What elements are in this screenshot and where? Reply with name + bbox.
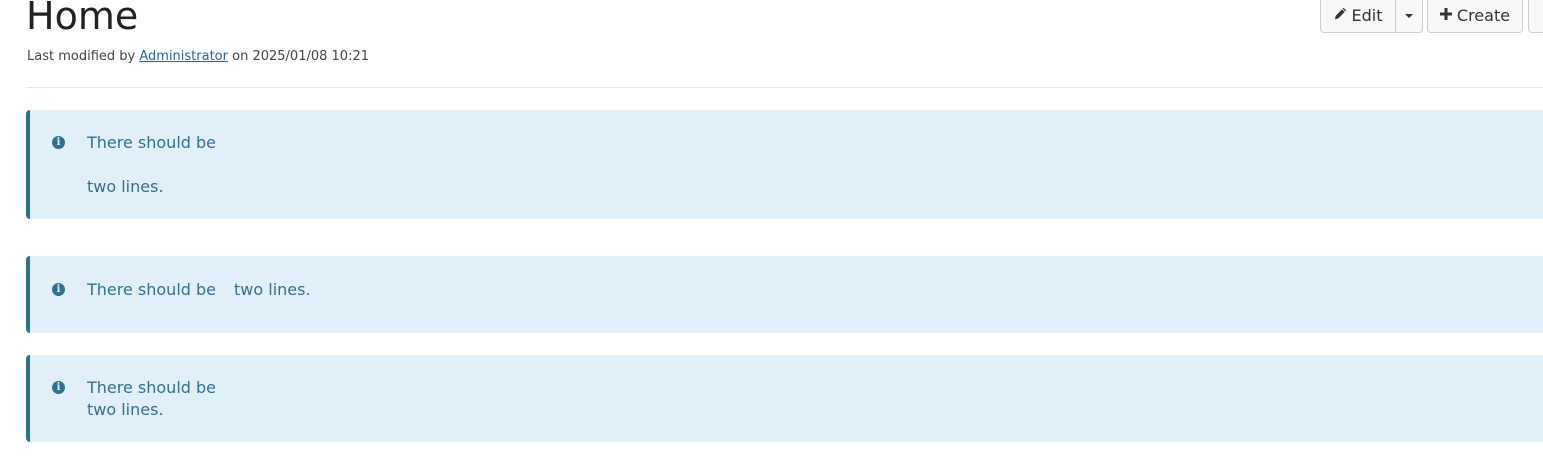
last-modified-info: Last modified by Administrator on 2025/0… <box>27 48 369 65</box>
create-button[interactable]: Create <box>1427 0 1523 33</box>
info-icon: i <box>52 381 65 394</box>
last-modified-middle: on <box>232 49 249 64</box>
author-link[interactable]: Administrator <box>139 49 228 64</box>
edit-dropdown-toggle[interactable] <box>1395 0 1423 33</box>
header-divider <box>26 87 1543 88</box>
more-actions-button[interactable] <box>1528 0 1543 33</box>
edit-button-label: Edit <box>1351 6 1383 25</box>
alert-text-line: two lines. <box>87 400 164 419</box>
alert-text-line: two lines. <box>87 177 164 196</box>
alert-text-line: There should be <box>87 378 217 397</box>
info-alert-1: i There should be two lines. <box>26 110 1543 219</box>
plus-icon <box>1439 7 1452 24</box>
info-alert-2: i There should be two lines. <box>26 256 1543 333</box>
alert-text-line: There should be <box>87 133 217 152</box>
last-modified-date: 2025/01/08 10:21 <box>252 49 369 64</box>
alert-text-line: two lines. <box>234 280 311 299</box>
create-button-label: Create <box>1456 6 1511 25</box>
edit-button[interactable]: Edit <box>1320 0 1396 33</box>
info-alert-3: i There should be two lines. <box>26 355 1543 442</box>
info-icon: i <box>52 283 65 296</box>
caret-down-icon <box>1405 13 1413 18</box>
alert-text-line: There should be <box>87 280 217 299</box>
alert-text: There should be two lines. <box>87 280 311 299</box>
last-modified-prefix: Last modified by <box>27 49 136 64</box>
page-title: Home <box>26 0 139 38</box>
info-icon: i <box>52 136 65 149</box>
pencil-icon <box>1334 7 1347 24</box>
